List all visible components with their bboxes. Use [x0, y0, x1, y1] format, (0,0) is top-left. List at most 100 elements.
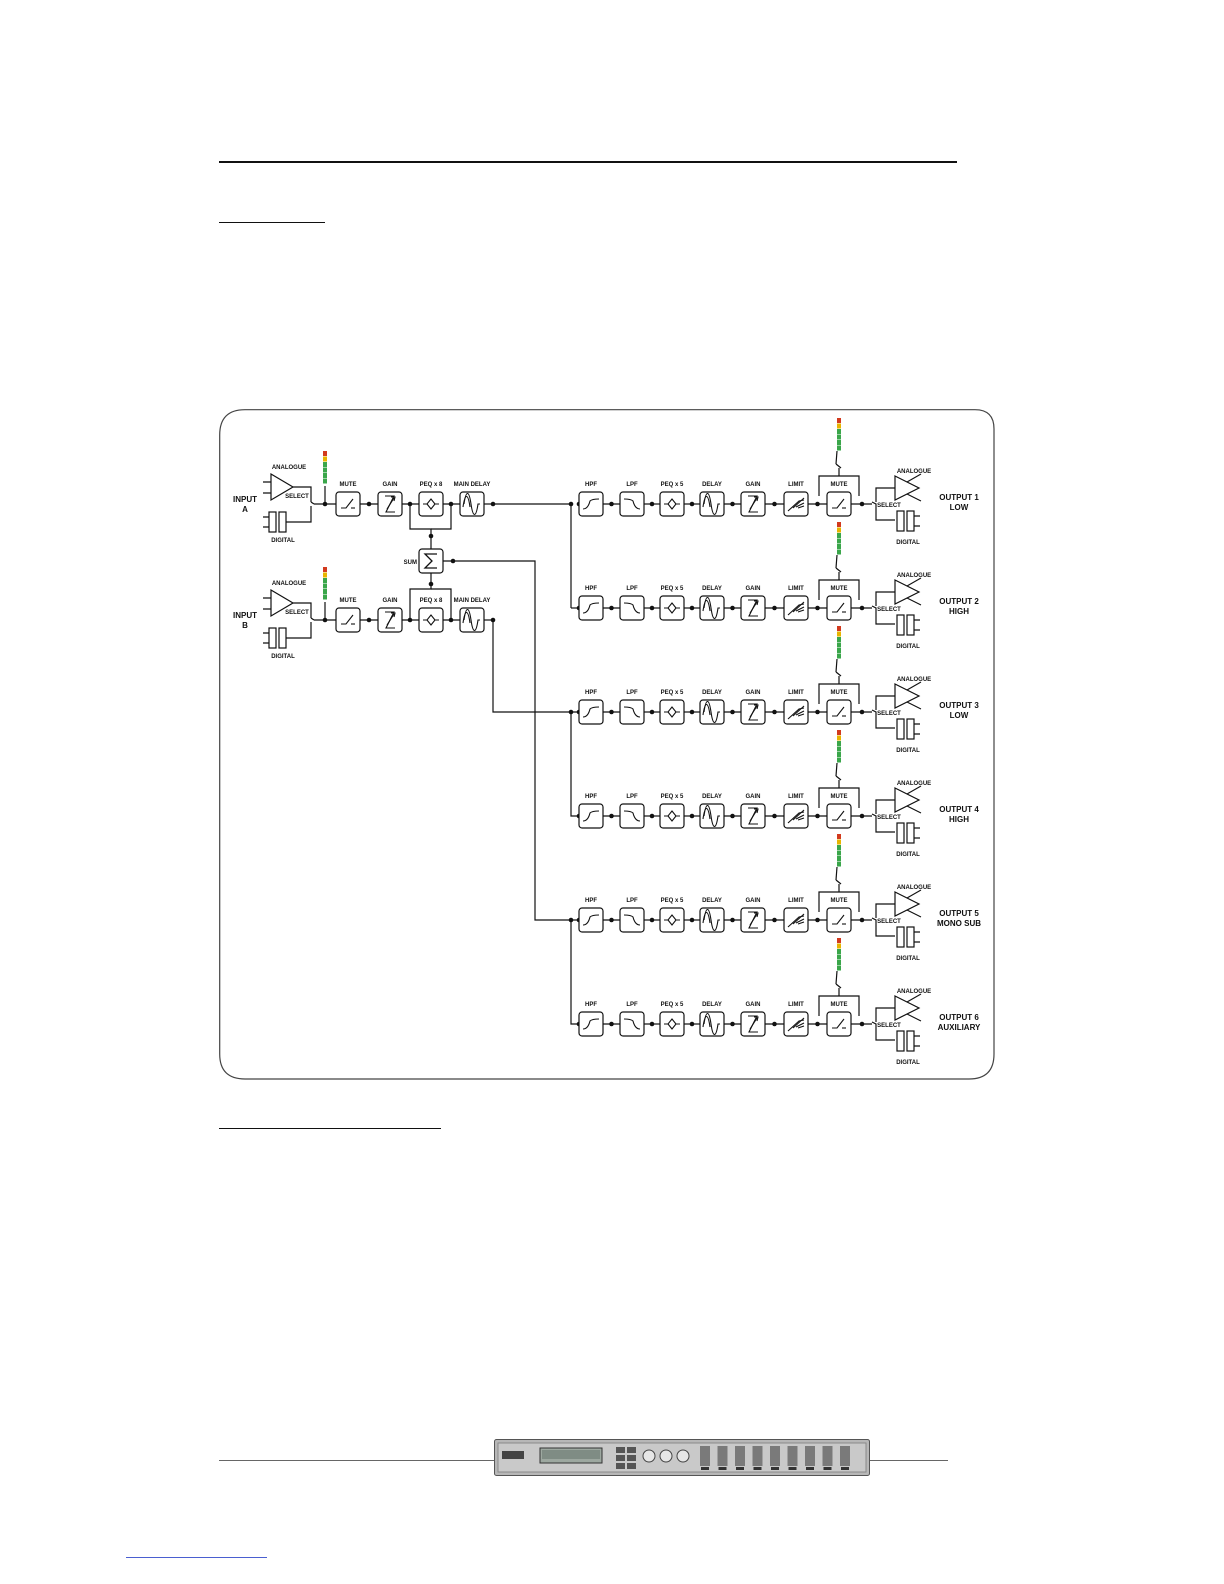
bus-input-b	[570, 712, 579, 817]
block-peq-x-8: PEQ x 8	[418, 598, 444, 633]
level-meter	[837, 626, 841, 659]
input-a-name: INPUT	[233, 495, 257, 504]
delay-icon-glyph	[463, 492, 480, 516]
limiter-icon-glyph	[792, 809, 805, 821]
meter-segment	[837, 538, 841, 544]
meter-segment	[837, 943, 841, 949]
block-peq-x-5-box	[659, 595, 685, 621]
hpf-icon-glyph	[582, 498, 600, 510]
signal-line	[906, 993, 922, 1022]
meter-segment	[837, 938, 841, 943]
limiter-icon-glyph	[797, 505, 805, 509]
block-hpf-label: HPF	[585, 586, 597, 592]
block-mute-box	[826, 595, 852, 621]
signal-line	[914, 515, 920, 527]
analogue-label: ANALOGUE	[897, 469, 931, 475]
digital-transformer-icon	[278, 627, 287, 649]
gain-icon-glyph	[749, 913, 758, 926]
channel-strip	[805, 1446, 815, 1466]
junction-dot	[689, 709, 695, 715]
block-hpf-box	[578, 699, 604, 725]
delay-icon-glyph	[703, 1012, 720, 1036]
signal-line	[875, 695, 895, 710]
peq-icon-glyph	[664, 810, 680, 822]
meter-segment	[837, 730, 841, 735]
block-hpf-label: HPF	[585, 794, 597, 800]
block-limit: LIMIT	[783, 482, 809, 517]
block-peq-x-5-box	[659, 803, 685, 829]
junction-dot	[772, 813, 777, 819]
analogue-label: ANALOGUE	[897, 885, 931, 891]
signal-line	[906, 889, 922, 918]
block-mute-label: MUTE	[831, 690, 848, 696]
switch-icon-glyph	[832, 498, 845, 509]
block-peq-x-5-label: PEQ x 5	[661, 898, 684, 904]
block-mute-box	[826, 803, 852, 829]
peq-icon-glyph	[664, 1018, 680, 1030]
output-2-name: OUTPUT 2	[939, 597, 979, 606]
level-meter	[837, 938, 841, 971]
meter-feed-line	[835, 671, 842, 677]
input-a-letter: A	[242, 505, 248, 514]
block-mute-label: MUTE	[831, 898, 848, 904]
meter-segment	[323, 473, 327, 478]
block-mute-box	[335, 607, 361, 633]
block-limit-label: LIMIT	[788, 482, 804, 488]
block-limit: LIMIT	[783, 586, 809, 621]
delay-icon-glyph	[462, 611, 471, 624]
analogue-label: ANALOGUE	[897, 573, 931, 579]
sum-feed-b	[409, 573, 432, 620]
junction-dot	[730, 709, 735, 715]
digital-label: DIGITAL	[896, 644, 920, 650]
digital-label: DIGITAL	[271, 538, 295, 544]
analogue-amp-icon	[894, 995, 921, 1021]
meter-segment	[837, 423, 841, 429]
meter-segment	[323, 456, 327, 462]
lpf-icon-glyph	[623, 914, 641, 926]
channel-strip	[700, 1446, 710, 1466]
limiter-icon-glyph	[797, 1025, 805, 1029]
block-peq-x-8-label: PEQ x 8	[420, 598, 443, 604]
junction-dot	[772, 917, 777, 923]
block-gain-label: GAIN	[746, 690, 761, 696]
output-3-role: LOW	[950, 711, 969, 720]
digital-transformer-icon	[268, 627, 277, 649]
gain-icon-glyph	[749, 1017, 758, 1030]
gain-icon-glyph	[754, 704, 759, 710]
hpf-icon-glyph	[582, 914, 600, 926]
meter-segment	[837, 626, 841, 631]
digital-transformer-icon	[906, 718, 915, 740]
digital-label: DIGITAL	[896, 540, 920, 546]
block-mute-label: MUTE	[831, 1002, 848, 1008]
meter-segment	[837, 429, 841, 434]
junction-dot	[649, 605, 655, 611]
signal-line	[263, 597, 312, 618]
peq-icon-glyph	[664, 914, 680, 926]
limiter-icon-glyph	[787, 499, 805, 512]
block-peq-x-5-label: PEQ x 5	[661, 794, 684, 800]
block-hpf: HPF	[578, 794, 604, 829]
junction-dot	[649, 709, 655, 715]
meter-segment	[323, 589, 327, 594]
digital-transformer-icon	[896, 718, 905, 740]
junction-dot	[815, 709, 820, 715]
output-3-name: OUTPUT 3	[939, 701, 979, 710]
meter-segment	[837, 445, 841, 451]
select-switch	[286, 501, 315, 523]
footer-link-underline	[126, 1557, 267, 1558]
digital-transformer-icon	[896, 614, 905, 636]
block-mute: MUTE	[826, 690, 852, 725]
signal-line	[875, 487, 895, 502]
channel-button	[788, 1467, 797, 1470]
block-lpf-label: LPF	[626, 482, 638, 488]
meter-segment	[323, 594, 327, 600]
lpf-icon-glyph	[623, 602, 641, 614]
switch-icon-glyph	[832, 1018, 845, 1029]
bus-sum	[570, 920, 579, 1025]
block-delay-label: DELAY	[702, 1002, 722, 1008]
